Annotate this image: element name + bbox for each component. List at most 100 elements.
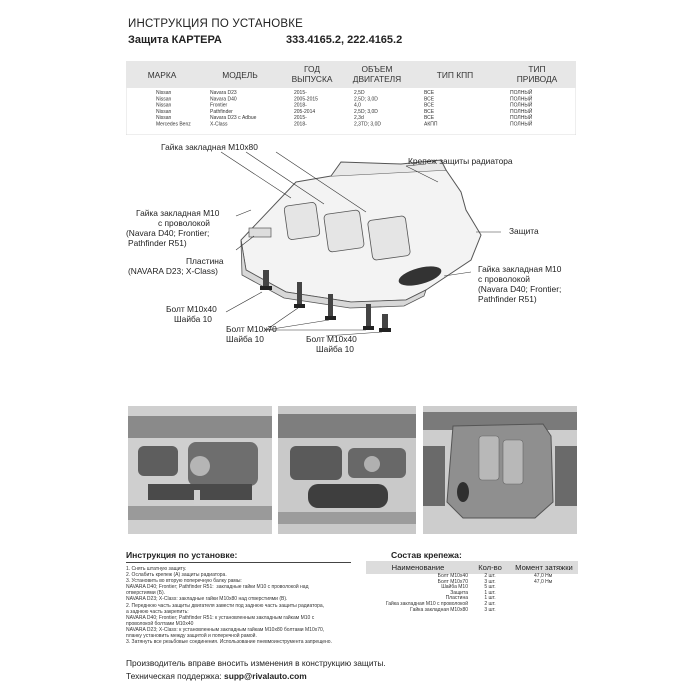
- fastener-cell: [510, 608, 578, 614]
- table-cell: Navara D23 с Adbue: [210, 115, 257, 121]
- guard-vent-3: [367, 215, 411, 261]
- footer-support: Техническая поддержка: supp@rivalauto.co…: [126, 671, 307, 681]
- leader-lines: [220, 151, 501, 337]
- guard-vent-2: [323, 209, 365, 253]
- fastener-cell: Пластина: [445, 595, 468, 602]
- table-cell: 2,3d: [354, 115, 364, 121]
- instruction-step: а заднюю часть закрепить:: [126, 608, 189, 615]
- table-cell: Navara D23: [210, 90, 237, 96]
- label-radiator-mount: Крепеж защиты радиатора: [408, 156, 513, 166]
- instruction-step: 2. Переднюю часть защиты двигателя завес…: [126, 602, 325, 609]
- label-guard: Защита: [509, 226, 539, 236]
- part-codes: 333.4165.2, 222.4165.2: [286, 34, 403, 46]
- doc-title: ИНСТРУКЦИЯ ПО УСТАНОВКЕ: [128, 18, 304, 30]
- table-cell: ВСЕ: [424, 103, 435, 109]
- table-cell: 2,5D; 3,0D: [354, 109, 378, 115]
- table-cell: Nissan: [156, 96, 172, 102]
- table-cell: Nissan: [156, 90, 172, 96]
- footer-note: Производитель вправе вносить изменения в…: [126, 658, 386, 668]
- table-row: Болт М10х70 3 шт. 47,0 Нм: [366, 578, 578, 586]
- fasteners-header-qty: Кол-во: [470, 561, 510, 574]
- install-photo-3: [423, 406, 577, 534]
- fastener-cell: 3 шт.: [484, 606, 496, 613]
- table-cell: 2,5D; 3,0D: [354, 96, 378, 102]
- table-body: Nissan Navara D23 2015- 2,5D ВСЕ ПОЛНЫЙ Nissan…: [156, 88, 533, 128]
- table-cell: Navara D40: [210, 96, 237, 102]
- table-cell: ПОЛНЫЙ: [510, 88, 533, 96]
- instructions-divider: [126, 562, 351, 563]
- instruction-step: отверстиями (Б).: [126, 590, 166, 597]
- instruction-step: NAVARA D23; X-Class: закладные гайки М10…: [126, 596, 288, 603]
- guard-edge-shading: [240, 239, 427, 309]
- table-header-cell: МОДЕЛЬ: [222, 70, 258, 80]
- table-cell: Nissan: [156, 103, 172, 109]
- instruction-step: 3. Установить во вторую поперечную балку…: [126, 578, 242, 585]
- table-cell: ВСЕ: [424, 90, 435, 96]
- radiator-guard-flange: [330, 159, 447, 177]
- label-bolt-m10x70: Болт М10х70 Шайба 10: [226, 324, 279, 344]
- fasteners-header-torque: Момент затяжки: [510, 561, 578, 574]
- table-row: Защита 1 шт.: [366, 589, 578, 597]
- fastener-cell: 47,0 Нм: [534, 578, 553, 585]
- install-photo-1: [128, 406, 272, 534]
- table-cell: Mercedes Benz: [156, 122, 191, 128]
- drain-hole: [398, 266, 442, 286]
- instruction-step: NAVARA D23; X-Class: к установленным зак…: [126, 626, 325, 633]
- table-cell: Nissan: [156, 109, 172, 115]
- instructions-steps: 1. Снять штатную защиту.2. Ослабить креп…: [126, 566, 358, 645]
- fasteners-header-name: Наименование: [366, 561, 470, 574]
- instruction-step: NAVARA D40; Frontier; Pathfinder R51: к …: [126, 614, 315, 621]
- table-header-cell: ТИП КПП: [437, 70, 473, 80]
- fastener-cell: Болт М10х70: [437, 578, 468, 585]
- assembly-diagram: Гайка закладная М10х80 Крепеж защиты рад…: [126, 142, 562, 354]
- table-row: Гайка закладная М10 с проволокой 2 шт.: [366, 600, 578, 608]
- table-cell: 2015-: [294, 90, 307, 96]
- support-email[interactable]: supp@rivalauto.com: [224, 671, 307, 681]
- table-cell: 2,5D: [354, 90, 365, 96]
- fastener-cell: Защита: [450, 589, 468, 596]
- table-cell: ПОЛНЫЙ: [510, 107, 533, 115]
- table-cell: ПОЛНЫЙ: [510, 101, 533, 109]
- table-header-cell: МАРКА: [148, 70, 177, 80]
- guard-vent-1: [283, 202, 321, 240]
- bolt-m10x40-left: [260, 270, 272, 290]
- instruction-step: планку установить между защитой и попере…: [126, 633, 257, 640]
- fastener-cell: 1 шт.: [484, 589, 496, 596]
- label-nut-m10x80: Гайка закладная М10х80: [161, 142, 258, 152]
- table-cell: ВСЕ: [424, 109, 435, 115]
- bolt-m10x70-3: [363, 304, 374, 330]
- fastener-cell: Гайка закладная М10 с проволокой: [385, 600, 468, 607]
- bolt-m10x70-1: [294, 282, 305, 308]
- fastener-cell: 3 шт.: [484, 578, 496, 585]
- table-cell: ВСЕ: [424, 96, 435, 102]
- table-cell: ВСЕ: [424, 115, 435, 121]
- instruction-step: 1. Снять штатную защиту.: [126, 566, 187, 572]
- instruction-step: 3. Затянуть все резьбовые соединения. Ис…: [126, 639, 332, 646]
- table-cell: АКПП: [424, 122, 438, 128]
- table-cell: ПОЛНЫЙ: [510, 94, 533, 102]
- table-cell: 2018-: [294, 103, 307, 109]
- fastener-cell: 47,0 Нм: [534, 573, 553, 579]
- fastener-cell: Шайба М10: [441, 584, 468, 591]
- fasteners-table: Наименование Кол-во Момент затяжки Болт …: [366, 561, 578, 613]
- install-photo-2: [278, 406, 416, 534]
- fastener-cell: 1 шт.: [484, 595, 496, 602]
- table-cell: Frontier: [210, 103, 228, 109]
- label-bolt-m10x40-bottom: Болт М10х40 Шайба 10: [306, 334, 359, 354]
- table-cell: 205-2014: [294, 109, 315, 115]
- table-cell: ПОЛНЫЙ: [510, 113, 533, 121]
- table-row: Пластина 1 шт.: [366, 596, 578, 602]
- label-plate: Пластина (NAVARA D23; X-Class): [128, 256, 226, 276]
- fastener-cell: 2 шт.: [484, 600, 496, 607]
- table-cell: 2015-: [294, 115, 307, 121]
- instruction-step: 2. Ослабить крепеж (А) защиты радиатора.: [126, 572, 227, 579]
- fastener-cell: 2 шт.: [484, 573, 496, 579]
- support-label: Техническая поддержка:: [126, 671, 225, 681]
